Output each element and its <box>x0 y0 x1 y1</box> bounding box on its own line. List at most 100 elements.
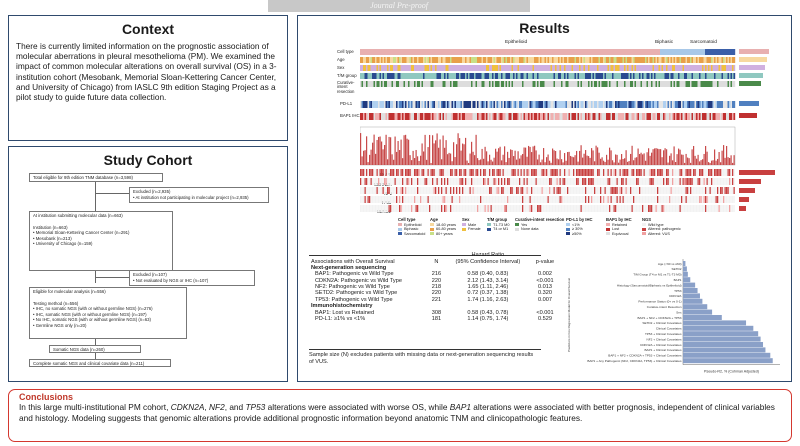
heatmap-cell <box>658 49 661 55</box>
gene-cell <box>366 196 368 203</box>
gene-cell <box>504 196 506 203</box>
heatmap-cell <box>475 81 478 87</box>
gene-cell <box>394 205 396 212</box>
heatmap-cell <box>634 49 637 55</box>
burden-bar <box>489 154 491 165</box>
heatmap-cell <box>399 57 401 63</box>
gene-cell <box>450 178 452 185</box>
gene-cell <box>715 196 717 203</box>
heatmap-cell <box>381 81 383 87</box>
ihc-cell <box>682 101 685 108</box>
burden-bar <box>406 138 408 165</box>
heatmap-cell <box>423 65 425 71</box>
gene-cell <box>586 196 588 203</box>
burden-bar <box>621 154 623 165</box>
heatmap-cell <box>504 57 506 63</box>
burden-bar <box>658 149 660 165</box>
ihc-cell <box>472 101 475 108</box>
ihc-cell <box>399 101 401 108</box>
ihc-cell <box>576 101 578 108</box>
ihc-cell <box>652 101 655 108</box>
heatmap-cell <box>579 57 581 63</box>
heatmap-cell <box>579 73 581 79</box>
heatmap-cell <box>702 81 704 87</box>
heatmap-cell <box>399 65 401 71</box>
gene-cell <box>711 205 713 212</box>
legend-label: Equivocal <box>612 231 629 236</box>
row-p: 0.013 <box>537 284 552 291</box>
ihc-cell <box>369 101 371 108</box>
burden-bar <box>385 134 387 165</box>
heatmap-cell <box>538 65 541 71</box>
gene-cell <box>585 205 587 212</box>
gene-cell <box>520 178 522 185</box>
gene-cell <box>546 205 548 212</box>
heatmap-cell <box>570 57 572 63</box>
ihc-cell <box>655 113 658 120</box>
burden-bar <box>693 145 695 165</box>
gene-cell <box>621 178 623 185</box>
burden-bar <box>421 143 423 165</box>
gene-cell <box>489 196 491 203</box>
gene-cell <box>448 187 450 194</box>
burden-bar <box>460 150 462 165</box>
gene-cell <box>658 178 660 185</box>
ihc-cell <box>478 101 481 108</box>
heatmap-cell <box>721 73 724 79</box>
gene-cell <box>499 187 501 194</box>
gene-cell <box>381 169 383 176</box>
legend-swatch <box>642 227 646 231</box>
heatmap-cell <box>532 57 535 63</box>
ihc-cell <box>676 113 679 120</box>
ihc-cell <box>436 113 439 120</box>
gene-cell <box>705 205 707 212</box>
burden-bar <box>384 145 386 165</box>
gene-cell <box>448 205 450 212</box>
burden-bar <box>637 148 639 165</box>
heatmap-cell <box>687 65 689 71</box>
annotation-freq-bar <box>739 101 759 106</box>
heatmap-cell <box>657 65 659 71</box>
heatmap-cell <box>501 57 503 63</box>
heatmap-cell <box>415 81 418 87</box>
heatmap-cell <box>535 49 538 55</box>
heatmap-cell <box>427 65 430 71</box>
burden-bar <box>670 153 672 165</box>
heatmap-cell <box>367 65 370 71</box>
gene-cell <box>478 187 480 194</box>
gene-cell <box>423 205 425 212</box>
heatmap-cell <box>591 73 593 79</box>
gene-cell <box>526 205 528 212</box>
heatmap-cell <box>726 73 728 79</box>
burden-bar <box>688 158 690 165</box>
heatmap-cell <box>588 57 590 63</box>
gene-cell <box>496 169 498 176</box>
burden-bar <box>396 151 398 165</box>
gene-cell <box>714 205 716 212</box>
flow-connector <box>95 277 129 278</box>
gene-cell <box>579 169 581 176</box>
gene-cell <box>603 187 605 194</box>
gene-cell <box>459 196 461 203</box>
gene-cell <box>553 187 555 194</box>
gene-cell <box>495 187 497 194</box>
gene-cell <box>418 169 420 176</box>
gene-cell <box>631 169 633 176</box>
heatmap-cell <box>631 73 634 79</box>
gene-cell <box>445 178 447 185</box>
gene-cell <box>733 187 735 194</box>
ihc-cell <box>666 113 668 120</box>
heatmap-cell <box>643 65 646 71</box>
heatmap-cell <box>730 81 733 87</box>
gene-cell <box>505 169 507 176</box>
gene-cell <box>709 187 711 194</box>
gene-cell <box>607 187 609 194</box>
gene-cell <box>360 187 362 194</box>
gene-cell <box>682 196 684 203</box>
heat-row-label: Sex <box>337 65 345 70</box>
gene-cell <box>703 169 705 176</box>
gene-cell <box>375 205 377 212</box>
gene-cell <box>367 169 369 176</box>
heatmap-cell <box>639 49 641 55</box>
